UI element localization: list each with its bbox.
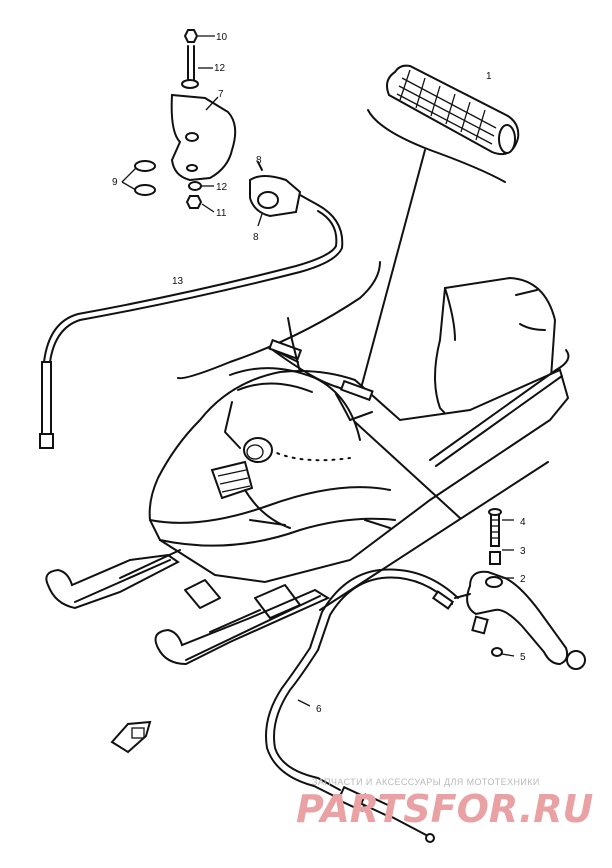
callout-9: 9 [112, 177, 118, 188]
brake-leader-line [354, 421, 461, 519]
brake-cable [273, 576, 453, 791]
callout-12-lower: 12 [216, 182, 228, 193]
watermark-tagline: ЗАПЧАСТИ И АКСЕССУАРЫ ДЛЯ МОТОТЕХНИКИ [312, 777, 540, 787]
brake-lever-assembly [454, 508, 586, 670]
callout-labels: 1 2 3 4 5 6 7 8 8 9 10 11 12 12 13 [112, 32, 526, 715]
callout-5: 5 [520, 652, 526, 663]
callout-2: 2 [520, 574, 526, 585]
callout-8-lower: 8 [253, 232, 259, 243]
callout-13: 13 [172, 276, 184, 287]
callout-4: 4 [520, 517, 526, 528]
bracket-leader-lines [121, 35, 263, 227]
callout-10: 10 [216, 32, 228, 43]
front-direction-icon [110, 720, 152, 754]
skis [45, 549, 331, 666]
callout-3: 3 [520, 546, 526, 557]
throttle-lever-assembly [134, 29, 319, 218]
callout-6: 6 [316, 704, 322, 715]
snowmobile-body [148, 276, 570, 584]
divider-line-top [177, 261, 381, 380]
throttle-cable [49, 204, 344, 363]
cable-end [39, 361, 54, 449]
grip-leader-line [359, 149, 426, 393]
callout-7: 7 [218, 89, 224, 100]
watermark-logo: PARTSFOR.RU [296, 787, 594, 831]
watermark: ЗАПЧАСТИ И АКСЕССУАРЫ ДЛЯ МОТОТЕХНИКИ PA… [296, 777, 594, 831]
callout-12-upper: 12 [214, 63, 226, 74]
brake-cable-fittings [336, 590, 489, 843]
callout-1: 1 [486, 71, 492, 82]
callout-8-upper: 8 [256, 155, 262, 166]
callout-11: 11 [216, 208, 227, 219]
handlebar-grip [386, 64, 520, 156]
grip-detail-bracket [367, 109, 506, 183]
brake-leader-lines [297, 519, 515, 707]
